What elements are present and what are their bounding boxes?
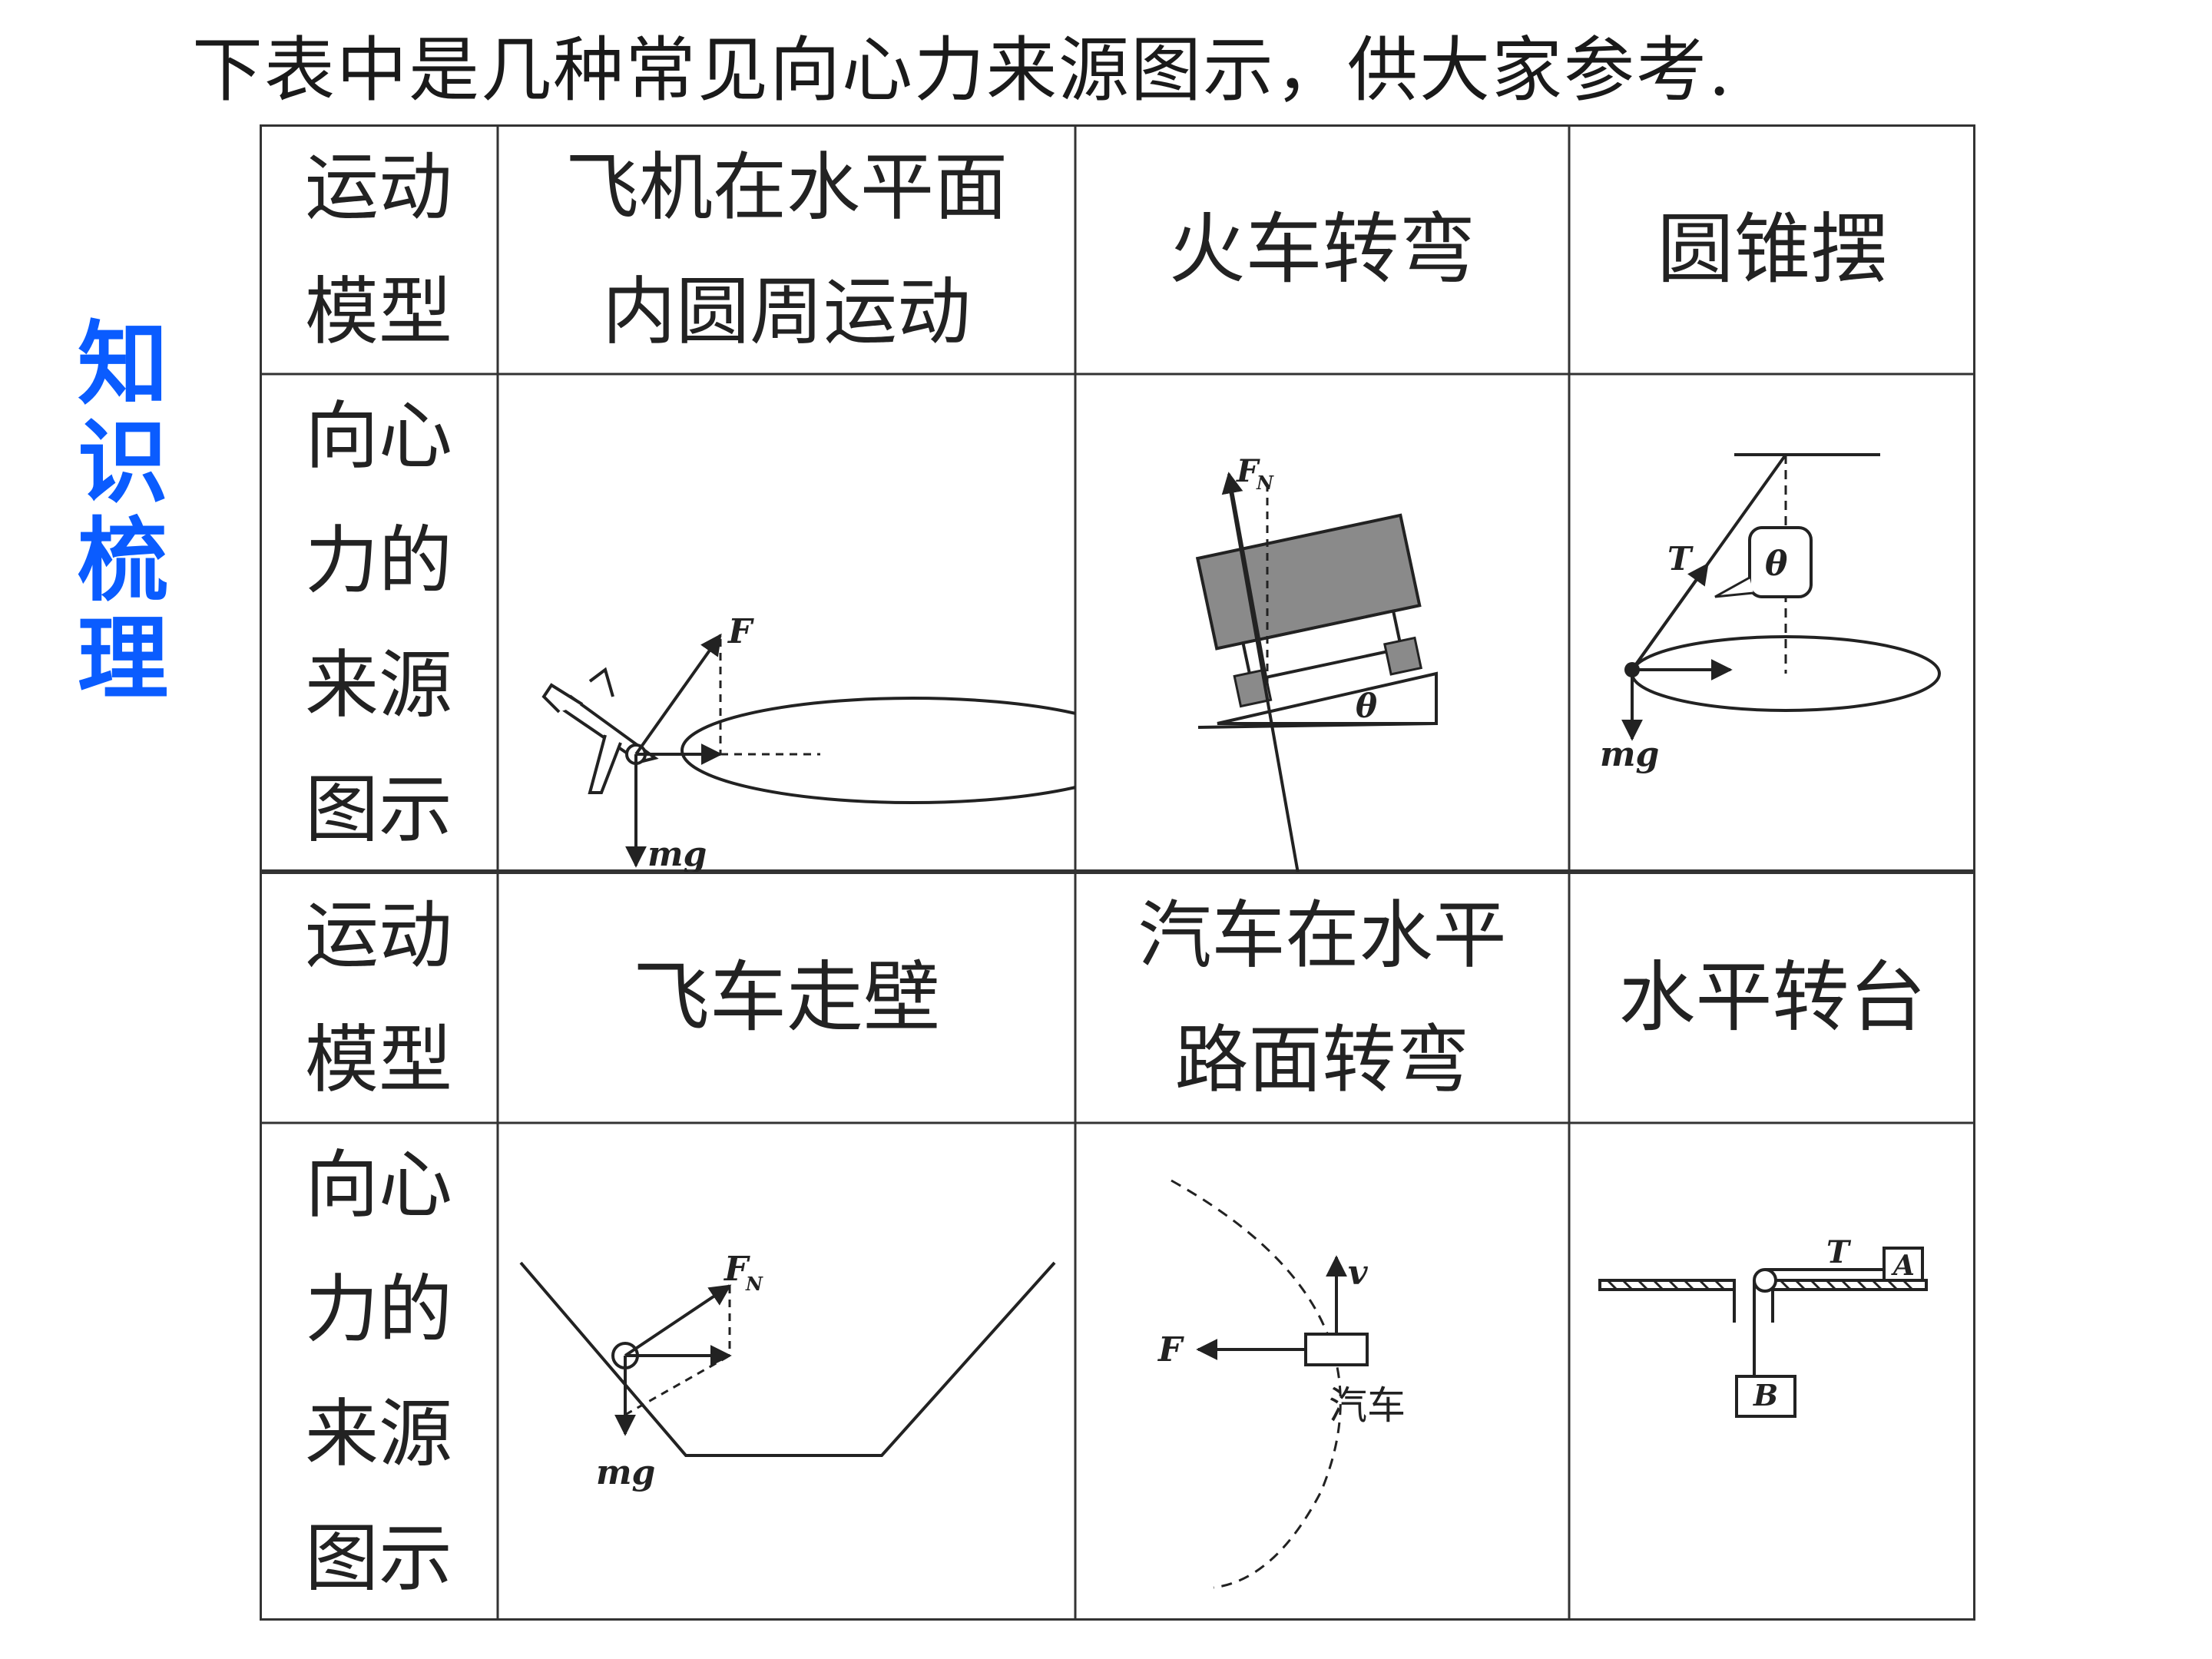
row-header-text: 图示 [305,767,452,853]
row-header-text: 来源 [305,642,452,728]
car-turning-figure: v F 汽车 [1157,1179,1406,1589]
gravity-vector [1227,481,1300,872]
train-body [1195,513,1423,708]
angle-label: θ [1356,687,1377,725]
normal-force-subscript: N [1256,472,1274,494]
dashed-resultant [624,1354,730,1416]
row-header-model: 运动 模型 [260,872,498,1123]
normal-force-label: F [1236,453,1260,489]
force-vector [634,633,722,756]
side-label-char: 理 [77,606,168,712]
car-box [1304,1333,1369,1366]
force-label: F [727,612,754,651]
train-turning-figure: F N θ [1195,453,1438,872]
bob [1624,662,1640,677]
normal-force-label: F [723,1250,750,1289]
row-header-text: 来源 [305,1391,452,1477]
horizontal-turntable-figure: T A B [1598,1234,1928,1418]
tension-label: T [1826,1234,1852,1270]
row-header-text: 模型 [305,1016,452,1103]
row-header-text: 力的 [305,1267,452,1353]
row-header-text: 向心 [305,393,452,479]
side-label: 知 识 梳 理 [65,315,180,708]
model-text: 路面转弯 [1174,1016,1470,1103]
side-label-char: 知 [77,311,168,417]
table-right [1771,1279,1928,1323]
centripetal-force-table: 运动 模型 飞机在水平面 内圆周运动 火车转弯 圆锥摆 向心 力的 来源 图示 [260,124,1975,1621]
normal-force-subscript: N [745,1273,763,1295]
side-label-char: 梳 [77,508,168,614]
model-cell-train: 火车转弯 [1075,124,1569,374]
gravity-label: mg [596,1453,655,1492]
row-header-text: 向心 [305,1142,452,1228]
angle-callout [1748,526,1813,598]
model-text: 飞车走壁 [633,952,940,1042]
plane-icon [541,667,659,794]
car-label: 汽车 [1329,1383,1406,1428]
model-cell-plane: 飞机在水平面 内圆周运动 [498,124,1075,374]
normal-force-vector [624,1284,732,1357]
row-header-text: 运动 [305,892,452,979]
tension-vector [1631,562,1709,671]
model-cell-wall: 飞车走壁 [498,872,1075,1123]
row-header-text: 图示 [305,1515,452,1601]
row-header-text: 力的 [305,518,452,604]
block-a [1883,1247,1924,1282]
model-text: 火车转弯 [1168,204,1476,294]
pulley [1753,1268,1777,1293]
side-label-char: 识 [77,409,168,515]
model-text: 圆锥摆 [1657,204,1888,294]
conical-pendulum-figure: T θ mg [1600,453,1941,774]
bowl-wall [519,1261,1056,1457]
block-b-label: B [1753,1378,1778,1412]
block-a-label: A [1891,1250,1915,1282]
row-header-text: 运动 [305,144,452,230]
model-cell-pendulum: 圆锥摆 [1569,124,1975,374]
page-title: 下表中是几种常见向心力来源图示，供大家参考. [192,29,1733,111]
model-text: 内圆周运动 [602,268,971,355]
row-header-model: 运动 模型 [260,124,498,374]
track-slope [1197,671,1438,729]
plane-circular-motion-figure: F mg [541,612,1075,872]
row-header-source: 向心 力的 来源 图示 [260,374,498,872]
velocity-label: v [1348,1253,1368,1293]
row-header-text: 模型 [305,268,452,355]
block-b [1735,1375,1796,1418]
model-cell-car: 汽车在水平 路面转弯 [1075,872,1569,1123]
force-label: F [1157,1330,1184,1369]
gravity-label: mg [1600,735,1659,774]
curved-road [1171,1179,1342,1589]
row-header-source: 向心 力的 来源 图示 [260,1123,498,1621]
tension-label: T [1667,540,1694,578]
table-left [1598,1279,1736,1323]
table-grid [260,124,1975,1621]
gravity-label: mg [647,835,707,872]
wall-riding-figure: F N mg [519,1250,1056,1492]
model-text: 水平转台 [1618,952,1926,1042]
circular-path [680,697,1075,804]
model-cell-turntable: 水平转台 [1569,872,1975,1123]
model-text: 飞机在水平面 [565,144,1008,230]
model-text: 汽车在水平 [1137,892,1507,979]
angle-label: θ [1765,545,1788,584]
